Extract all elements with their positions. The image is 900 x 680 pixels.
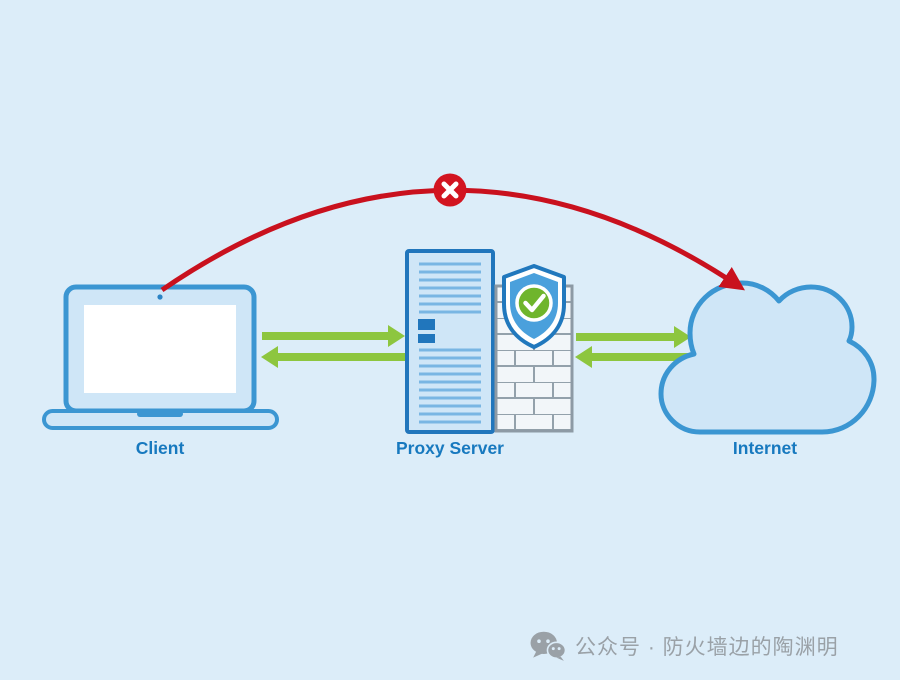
blocked-x-icon	[433, 173, 467, 207]
proxy-server-icon	[405, 249, 495, 434]
shield-check-icon	[502, 264, 566, 349]
proxy-server-label: Proxy Server	[396, 438, 504, 458]
arrow-right-icon	[262, 325, 405, 347]
check-circle	[515, 284, 553, 322]
laptop-screen	[84, 305, 236, 393]
laptop-base-notch	[137, 411, 183, 417]
watermark: 公众号 · 防火墙边的陶渊明	[530, 630, 839, 662]
check-icon	[523, 293, 546, 313]
arrow-left-icon	[575, 346, 691, 368]
client-laptop-icon	[42, 284, 279, 430]
internet-label: Internet	[732, 438, 798, 458]
client-label: Client	[135, 438, 185, 458]
server-drive-slot	[418, 319, 435, 330]
arrow-left-icon	[261, 346, 405, 368]
watermark-text: 公众号 · 防火墙边的陶渊明	[575, 636, 839, 659]
traffic-arrows-proxy-internet	[575, 326, 691, 368]
blocked-direct-connection	[160, 173, 745, 293]
server-drive-slot	[418, 334, 435, 343]
arrow-right-icon	[576, 326, 691, 348]
internet-cloud-icon	[658, 280, 877, 435]
wechat-icon	[530, 631, 566, 661]
traffic-arrows-client-proxy	[261, 325, 405, 368]
laptop-camera-dot	[157, 294, 163, 300]
cloud-shape	[658, 280, 877, 435]
server-vent-lines	[419, 262, 481, 424]
